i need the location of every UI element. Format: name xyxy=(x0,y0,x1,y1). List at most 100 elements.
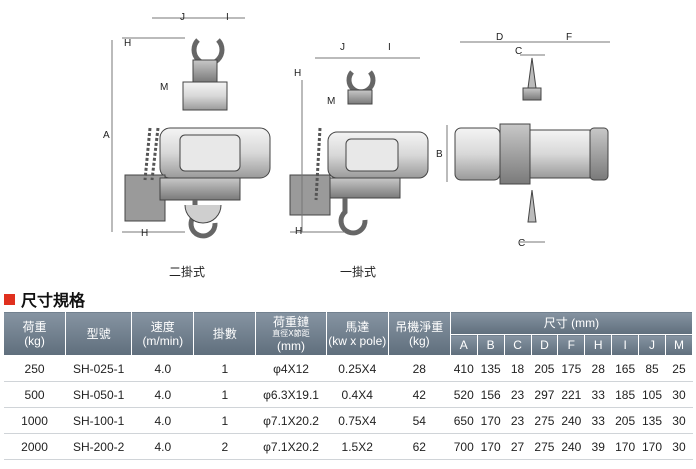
header-weight-label: 荷重 xyxy=(22,319,47,334)
cell-net-weight: 54 xyxy=(388,407,451,434)
cell-weight: 500 xyxy=(3,381,66,408)
dim-label: H xyxy=(141,228,148,239)
cell-net-weight: 28 xyxy=(388,355,451,382)
header-net-unit: (kg) xyxy=(408,333,430,348)
spec-table: 荷重(kg) 型號 速度(m/min) 掛數 荷重鏈直徑Ⅹ節距(mm) 馬達(k… xyxy=(2,311,694,460)
header-net-weight: 吊機淨重(kg) xyxy=(387,311,451,356)
cell-falls: 1 xyxy=(193,381,256,408)
dim-label: F xyxy=(566,32,572,43)
drawing-side-view xyxy=(446,41,610,243)
heading-marker-icon xyxy=(4,293,15,305)
cell-dim-j: 170 xyxy=(638,433,666,460)
cell-dim-h: 39 xyxy=(584,433,612,460)
dim-label: M xyxy=(160,82,168,93)
cell-dim-b: 135 xyxy=(477,355,505,382)
cell-dim-m: 30 xyxy=(665,381,693,408)
header-dim-b: B xyxy=(476,334,505,356)
dim-label: J xyxy=(180,12,185,23)
header-dim-c: C xyxy=(503,334,532,356)
cell-dim-d: 275 xyxy=(531,433,558,460)
cell-dim-b: 170 xyxy=(477,407,505,434)
cell-dim-i: 205 xyxy=(611,407,639,434)
cell-dim-j: 85 xyxy=(638,355,666,382)
dim-label: I xyxy=(388,42,391,53)
cell-dim-c: 27 xyxy=(504,433,531,460)
cell-speed: 4.0 xyxy=(131,407,194,434)
cell-dim-a: 410 xyxy=(450,355,478,382)
header-chain-sub: 直徑Ⅹ節距 xyxy=(272,328,310,338)
cell-dim-f: 175 xyxy=(557,355,585,382)
header-falls: 掛數 xyxy=(193,311,257,356)
dim-label: M xyxy=(327,96,335,107)
cell-weight: 250 xyxy=(3,355,66,382)
cell-chain: φ4X12 xyxy=(255,355,327,382)
cell-dim-b: 156 xyxy=(477,381,505,408)
cell-dim-i: 185 xyxy=(611,381,639,408)
cell-motor: 0.75X4 xyxy=(326,407,389,434)
cell-model: SH-050-1 xyxy=(65,381,132,408)
cell-motor: 0.4X4 xyxy=(326,381,389,408)
header-speed-label: 速度 xyxy=(150,319,175,334)
cell-dim-h: 33 xyxy=(584,407,612,434)
header-dim-j: J xyxy=(638,334,666,356)
cell-dim-b: 170 xyxy=(477,433,505,460)
dim-label: I xyxy=(226,12,229,23)
dim-label: J xyxy=(340,42,345,53)
cell-model: SH-100-1 xyxy=(65,407,132,434)
section-heading: 尺寸規格 xyxy=(4,287,85,311)
dim-label: B xyxy=(436,149,443,160)
cell-falls: 1 xyxy=(193,407,256,434)
header-chain: 荷重鏈直徑Ⅹ節距(mm) xyxy=(255,311,327,356)
cell-dim-f: 221 xyxy=(557,381,585,408)
cell-dim-m: 30 xyxy=(665,433,693,460)
header-speed: 速度(m/min) xyxy=(131,311,195,356)
header-dim-f: F xyxy=(557,334,586,356)
cell-chain: φ7.1X20.2 xyxy=(255,407,327,434)
dim-label: A xyxy=(103,130,110,141)
cell-weight: 2000 xyxy=(3,433,66,460)
header-dim-i: I xyxy=(611,334,640,356)
header-motor: 馬達(kw x pole) xyxy=(325,311,389,356)
dim-label: C xyxy=(515,46,522,57)
cell-dim-d: 297 xyxy=(531,381,558,408)
header-dim-h: H xyxy=(584,334,613,356)
cell-dim-i: 170 xyxy=(611,433,639,460)
cell-chain: φ6.3X19.1 xyxy=(255,381,327,408)
dim-label: H xyxy=(124,38,131,49)
dim-label: H xyxy=(295,226,302,237)
cell-net-weight: 62 xyxy=(388,433,451,460)
cell-chain: φ7.1X20.2 xyxy=(255,433,327,460)
cell-dim-m: 30 xyxy=(665,407,693,434)
cell-dim-m: 25 xyxy=(665,355,693,382)
cell-model: SH-200-2 xyxy=(65,433,132,460)
cell-dim-j: 135 xyxy=(638,407,666,434)
cell-dim-c: 23 xyxy=(504,381,531,408)
cell-dim-f: 240 xyxy=(557,433,585,460)
cell-dim-a: 520 xyxy=(450,381,478,408)
header-chain-label: 荷重鏈 xyxy=(273,314,310,329)
cell-dim-i: 165 xyxy=(611,355,639,382)
cell-dim-h: 28 xyxy=(584,355,612,382)
drawing-double-fall xyxy=(111,17,271,239)
header-dim-d: D xyxy=(530,334,559,356)
header-speed-unit: (m/min) xyxy=(142,333,184,348)
caption-double-fall: 二掛式 xyxy=(169,265,206,279)
cell-falls: 1 xyxy=(193,355,256,382)
header-weight-unit: (kg) xyxy=(24,333,45,348)
dim-label: D xyxy=(496,32,503,43)
cell-dim-h: 33 xyxy=(584,381,612,408)
cell-falls: 2 xyxy=(193,433,256,460)
header-net-label: 吊機淨重 xyxy=(395,319,444,334)
cell-dim-c: 23 xyxy=(504,407,531,434)
cell-net-weight: 42 xyxy=(388,381,451,408)
technical-drawings: J I H M A H J I H M H xyxy=(103,12,610,279)
header-dim-m: M xyxy=(664,334,694,356)
cell-model: SH-025-1 xyxy=(65,355,132,382)
cell-speed: 4.0 xyxy=(131,355,194,382)
cell-motor: 1.5X2 xyxy=(326,433,389,460)
cell-speed: 4.0 xyxy=(131,381,194,408)
